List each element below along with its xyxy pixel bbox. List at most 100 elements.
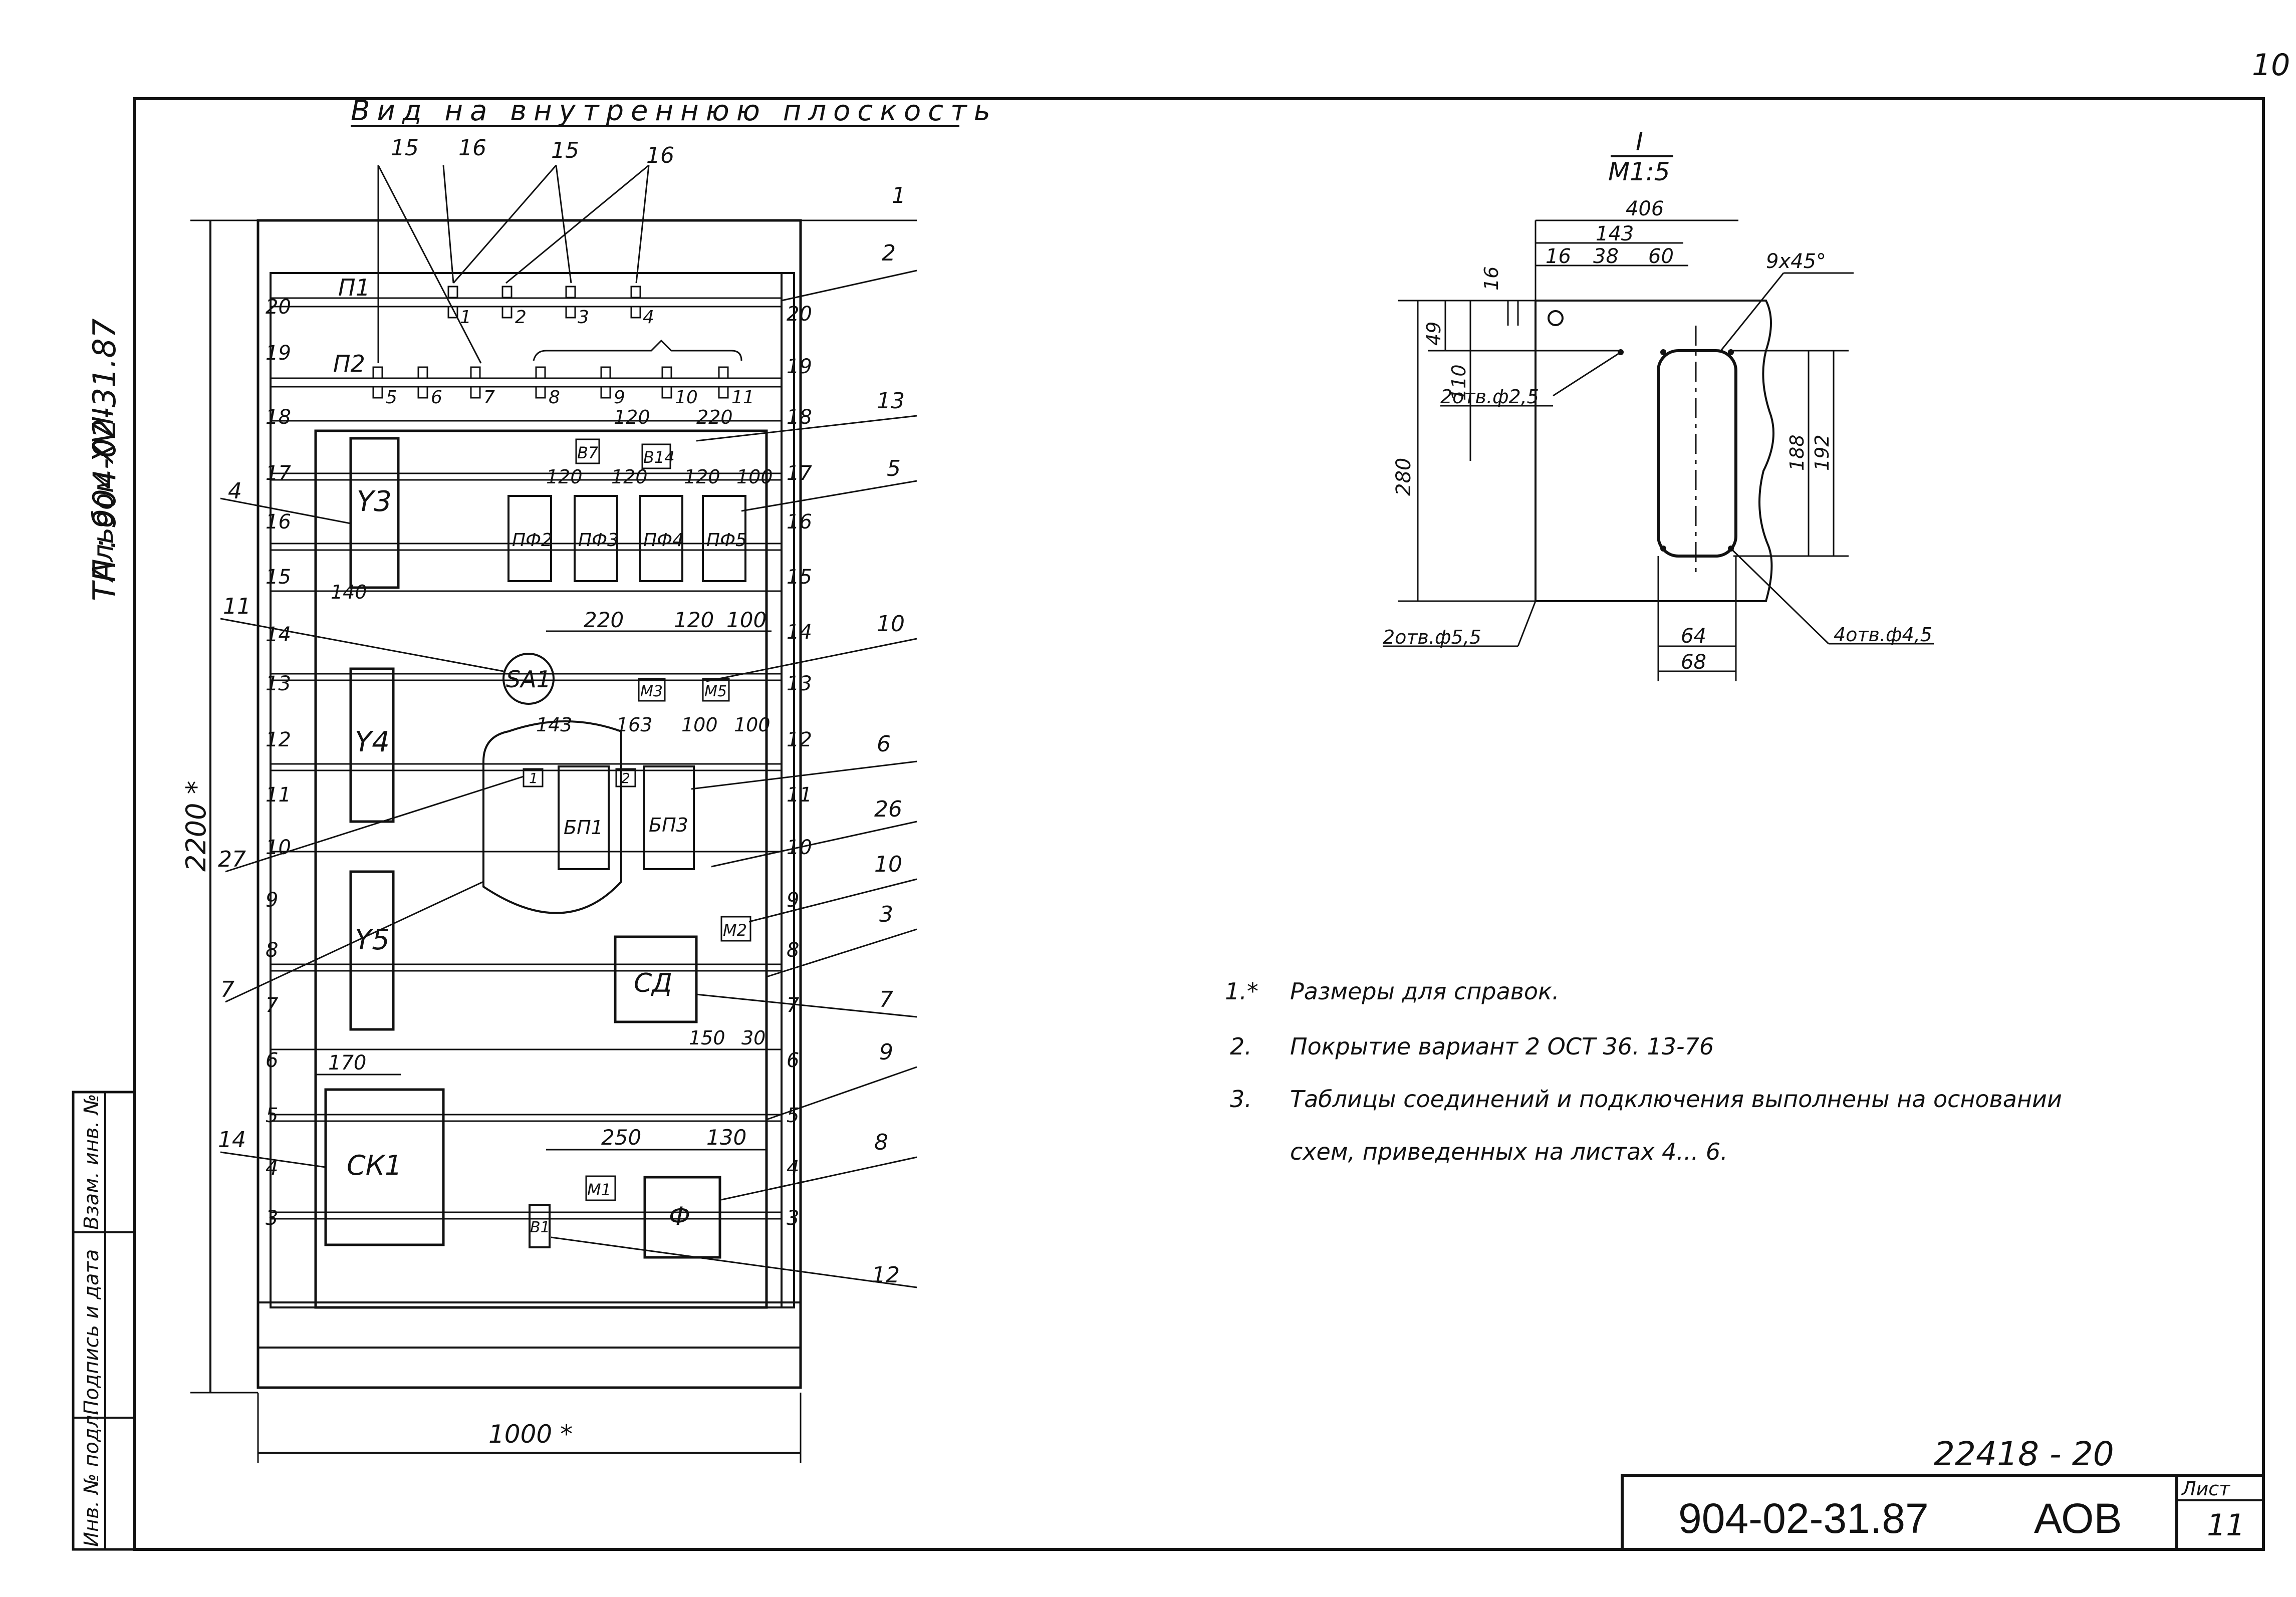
device-b1: [529, 1204, 551, 1248]
svg-text:Y3: Y3: [357, 485, 392, 518]
stamp-replace-label: Взам. инв. №: [80, 1094, 103, 1230]
callout-8: 8: [874, 1130, 888, 1155]
svg-text:ПФ2: ПФ2: [512, 530, 553, 551]
tag-2: [615, 768, 636, 787]
terminal-9: 9: [614, 387, 625, 408]
row-left-14: 14: [266, 623, 291, 646]
rail-label-p2: П2: [333, 350, 365, 377]
dim-100-mid: 100: [726, 608, 767, 632]
callout-16-b: 16: [646, 143, 674, 168]
row-right-6: 6: [787, 1049, 799, 1072]
hole-callout-2x55: 2отв.ф5,5: [1383, 626, 1481, 648]
svg-text:СК1: СК1: [347, 1150, 402, 1181]
mounting-frame: [314, 429, 768, 1309]
notes: 1.* Размеры для справок. 2. Покрытие вар…: [1225, 978, 2062, 1165]
device-f: [643, 1176, 721, 1259]
row-right-14: 14: [787, 621, 812, 644]
svg-text:БП3: БП3: [649, 814, 688, 836]
row-left-12: 12: [266, 728, 291, 751]
terminal-4: 4: [643, 307, 654, 328]
stamp-sign-label: Подпись и дата: [80, 1249, 103, 1415]
dim-height-2200: 2200 *: [180, 780, 212, 872]
device-m2: [720, 916, 751, 942]
svg-text:ПФ3: ПФ3: [578, 530, 619, 551]
note-2-num: 2.: [1230, 1033, 1252, 1060]
panel-outline: [257, 219, 802, 1389]
row-right-18: 18: [787, 406, 812, 429]
row-right-19: 19: [787, 355, 812, 378]
section-label: I: [1636, 127, 1643, 156]
row-right-12: 12: [787, 728, 812, 751]
callout-16-a: 16: [458, 135, 486, 161]
row-left-9: 9: [266, 889, 278, 912]
callout-15-a: 15: [391, 135, 419, 161]
note-2-text: Покрытие вариант 2 ОСТ 36. 13-76: [1290, 1033, 1714, 1060]
side-project-label: ТП : 904-02-31.87: [86, 319, 123, 601]
sheet-number: 11: [2207, 1508, 2245, 1543]
svg-text:Y4: Y4: [355, 726, 390, 758]
device-bp1: [558, 765, 610, 870]
svg-text:М2: М2: [723, 921, 747, 940]
main-view: Вид на внутреннюю плоскость: [180, 95, 997, 1463]
svg-text:1: 1: [529, 770, 538, 786]
doc-mark: АОВ: [2034, 1495, 2122, 1542]
callout-2: 2: [882, 240, 896, 266]
hole-callout-4x45: 4отв.ф4,5: [1834, 624, 1932, 646]
terminal-6: 6: [431, 387, 442, 408]
callout-10-b: 10: [874, 852, 902, 877]
callout-14: 14: [218, 1127, 246, 1153]
sheet-corner-number: 10: [2252, 48, 2290, 83]
row-right-15: 15: [787, 566, 812, 589]
dim-143-detail: 143: [1596, 222, 1634, 245]
title-block: 22418 - 20 904-02-31.87 АОВ Лист 11: [1621, 1435, 2265, 1551]
terminal-11: 11: [731, 387, 754, 408]
row-rails: [271, 297, 782, 1220]
power-supply-enclosure: [482, 720, 622, 914]
row-left-19: 19: [266, 342, 291, 365]
doc-code: 904-02-31.87: [1678, 1495, 1929, 1542]
terminal-7: 7: [483, 387, 495, 408]
terminal-8: 8: [549, 387, 560, 408]
side-album-label: Альбом XVII: [87, 408, 120, 583]
dim-16-b: 16: [1480, 267, 1502, 291]
device-b14: [641, 443, 671, 469]
note-1-text: Размеры для справок.: [1290, 978, 1559, 1005]
dim-width-1000: 1000 *: [488, 1420, 573, 1449]
note-3-text: Таблицы соединений и подключения выполне…: [1290, 1086, 2062, 1113]
callout-7-left: 7: [220, 977, 234, 1002]
row-right-3: 3: [787, 1207, 799, 1230]
row-right-5: 5: [787, 1104, 799, 1127]
callout-6: 6: [877, 731, 891, 757]
slot: [1657, 349, 1737, 558]
dim-120-a: 120: [546, 466, 583, 488]
terminal-1: 1: [460, 307, 471, 328]
row-right-20: 20: [787, 303, 812, 326]
svg-text:БП1: БП1: [564, 817, 603, 839]
device-y5: [349, 870, 395, 1031]
dim-280: 280: [1392, 458, 1415, 496]
dim-60: 60: [1648, 245, 1674, 268]
terminal-3: 3: [578, 307, 589, 328]
callout-27: 27: [218, 847, 246, 872]
main-view-title: Вид на внутреннюю плоскость: [351, 95, 997, 127]
row-left-11: 11: [266, 783, 291, 807]
svg-text:СД: СД: [634, 968, 672, 998]
terminal-10: 10: [675, 387, 698, 408]
dim-120-top: 120: [614, 406, 650, 428]
device-pf4: [639, 495, 683, 582]
row-left-10: 10: [266, 836, 291, 859]
svg-text:Ф: Ф: [669, 1202, 690, 1231]
row-right-13: 13: [787, 672, 812, 695]
hole-top-left: [1548, 310, 1564, 326]
svg-text:ПФ4: ПФ4: [643, 530, 684, 551]
note-3-cont: схем, приведенных на листах 4... 6.: [1290, 1138, 1728, 1165]
dim-170: 170: [328, 1051, 366, 1075]
dim-143: 143: [536, 714, 573, 736]
row-left-8: 8: [266, 939, 278, 962]
svg-text:В14: В14: [643, 448, 675, 467]
device-m1: [585, 1175, 616, 1201]
row-left-5: 5: [266, 1104, 278, 1127]
dim-192: 192: [1811, 434, 1833, 471]
row-left-20: 20: [266, 296, 291, 319]
